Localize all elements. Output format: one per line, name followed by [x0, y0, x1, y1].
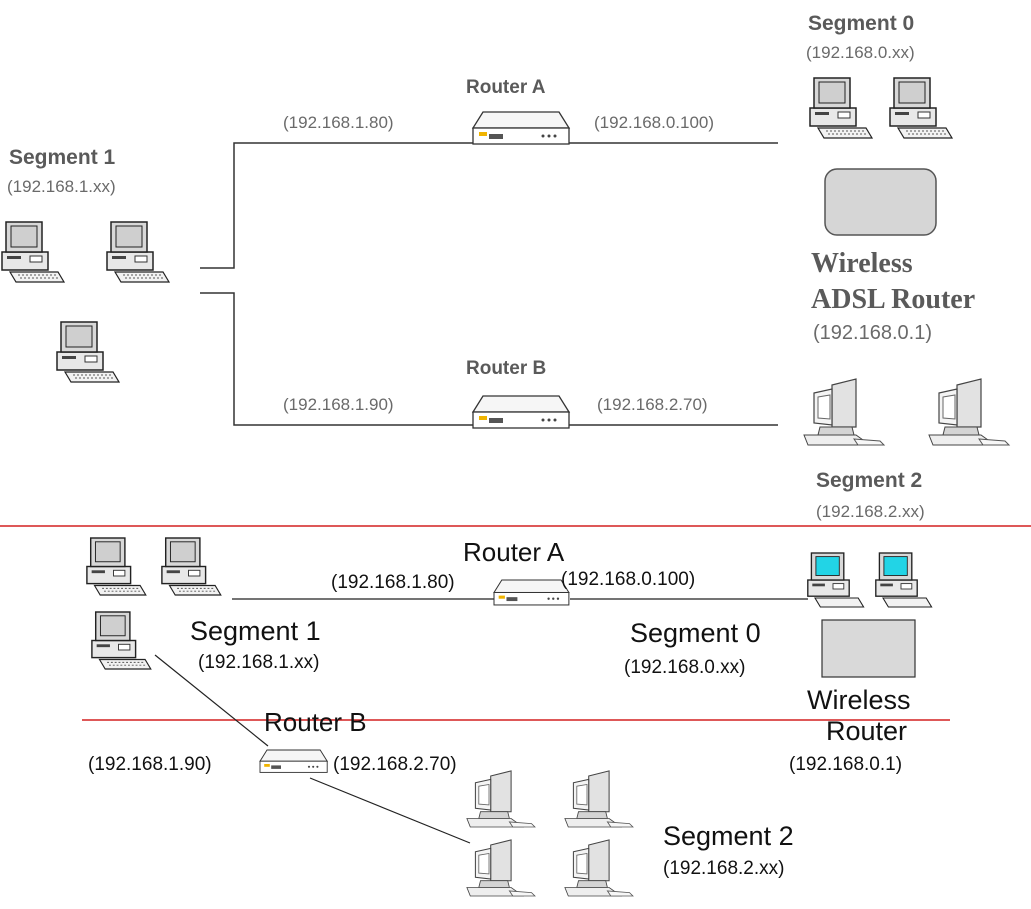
top-wireless-line2: ADSL Router — [811, 284, 975, 315]
bottom-router-b-name: Router B — [264, 707, 367, 737]
top-diagram: Segment 0 (192.168.0.xx) Segment 1 (192.… — [1, 12, 1010, 521]
bottom-segment2-workstation-3 — [466, 839, 536, 897]
bottom-diagram: Router A (192.168.1.80) (192.168.0.100) … — [86, 537, 933, 897]
bottom-segment2-workstation-4 — [564, 839, 634, 897]
bottom-router-a-right-ip: (192.168.0.100) — [561, 569, 695, 590]
bottom-segment1-pc-1 — [86, 537, 147, 596]
bottom-router-a-icon — [493, 579, 570, 606]
bottom-wires — [154, 598, 808, 844]
bottom-segment1-pc-3 — [91, 611, 152, 670]
segment1-pc-3 — [56, 321, 120, 383]
bottom-router-b-right-ip: (192.168.2.70) — [333, 754, 457, 775]
top-segment1-title: Segment 1 — [9, 146, 116, 169]
bottom-segment1-subnet: (192.168.1.xx) — [198, 652, 319, 673]
router-a-icon — [472, 111, 570, 145]
bottom-wireless-line2: Router — [826, 716, 907, 746]
bottom-segment2-subnet: (192.168.2.xx) — [663, 858, 784, 879]
top-router-a-name: Router A — [466, 77, 546, 98]
wireless-adsl-router-icon — [824, 168, 937, 236]
bottom-wireless-ip: (192.168.0.1) — [789, 754, 902, 775]
top-router-b-name: Router B — [466, 358, 546, 379]
top-segment2-title: Segment 2 — [816, 469, 922, 492]
segment2-workstation-1 — [803, 378, 885, 446]
segment1-pc-1 — [1, 221, 65, 283]
bottom-router-b-left-ip: (192.168.1.90) — [88, 754, 212, 775]
top-segment1-subnet: (192.168.1.xx) — [7, 177, 116, 196]
bottom-segment2-workstation-2 — [564, 770, 634, 828]
bottom-router-a-name: Router A — [463, 537, 565, 567]
segment1-pc-2 — [106, 221, 170, 283]
segment0-pc-2 — [889, 77, 953, 139]
bottom-segment0-pc-1 — [807, 552, 865, 608]
bottom-wireless-line1: Wireless — [807, 685, 911, 715]
bottom-segment2-title: Segment 2 — [663, 821, 794, 851]
bottom-segment1-pc-2 — [161, 537, 222, 596]
bottom-router-a-left-ip: (192.168.1.80) — [331, 572, 455, 593]
bottom-router-b-icon — [259, 749, 328, 773]
bottom-segment0-title: Segment 0 — [630, 618, 761, 648]
bottom-segment0-pc-2 — [875, 552, 933, 608]
bottom-segment1-title: Segment 1 — [190, 616, 321, 646]
top-wires — [200, 142, 778, 426]
top-segment0-subnet: (192.168.0.xx) — [806, 43, 915, 62]
bottom-segment0-subnet: (192.168.0.xx) — [624, 657, 745, 678]
top-router-b-left-ip: (192.168.1.90) — [283, 395, 394, 414]
bottom-wireless-router-icon — [821, 619, 916, 678]
top-wireless-ip: (192.168.0.1) — [813, 322, 932, 344]
bottom-segment2-workstation-1 — [466, 770, 536, 828]
segment0-pc-1 — [809, 77, 873, 139]
top-segment2-subnet: (192.168.2.xx) — [816, 502, 925, 521]
top-wireless-line1: Wireless — [811, 248, 913, 279]
top-router-b-right-ip: (192.168.2.70) — [597, 395, 708, 414]
router-b-icon — [472, 395, 570, 429]
top-router-a-right-ip: (192.168.0.100) — [594, 113, 714, 132]
top-router-a-left-ip: (192.168.1.80) — [283, 113, 394, 132]
segment2-workstation-2 — [928, 378, 1010, 446]
top-segment0-title: Segment 0 — [808, 12, 914, 35]
